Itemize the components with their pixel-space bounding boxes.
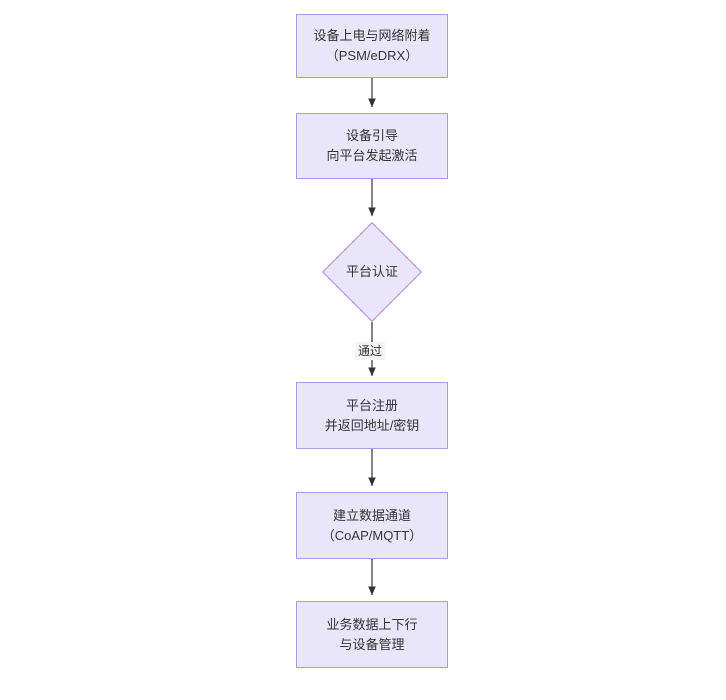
node-device-power-on[interactable]: 设备上电与网络附着 （PSM/eDRX） xyxy=(296,14,448,78)
node-label-line2: 与设备管理 xyxy=(339,636,405,652)
node-label-line2: （CoAP/MQTT） xyxy=(321,527,423,543)
node-label-line1: 平台注册 xyxy=(345,397,398,413)
node-label-line1: 设备上电与网络附着 xyxy=(313,28,431,43)
node-platform-registration[interactable]: 平台注册 并返回地址/密钥 xyxy=(296,382,448,449)
node-label-line2: 向平台发起激活 xyxy=(326,148,418,163)
node-business-data-and-device-management[interactable]: 业务数据上下行 与设备管理 xyxy=(296,601,448,668)
node-device-bootstrap[interactable]: 设备引导 向平台发起激活 xyxy=(296,113,448,179)
node-establish-data-channel[interactable]: 建立数据通道 （CoAP/MQTT） xyxy=(296,492,448,559)
node-label-line2: （PSM/eDRX） xyxy=(325,48,419,63)
node-label-line2: 并返回地址/密钥 xyxy=(324,417,420,433)
diamond-shape xyxy=(322,222,422,322)
edge-label-pass: 通过 xyxy=(355,342,386,360)
node-label-line1: 建立数据通道 xyxy=(332,507,411,523)
node-platform-authentication[interactable]: 平台认证 xyxy=(322,222,422,322)
node-label-line1: 业务数据上下行 xyxy=(326,616,418,632)
node-label-line1: 设备引导 xyxy=(345,128,398,143)
